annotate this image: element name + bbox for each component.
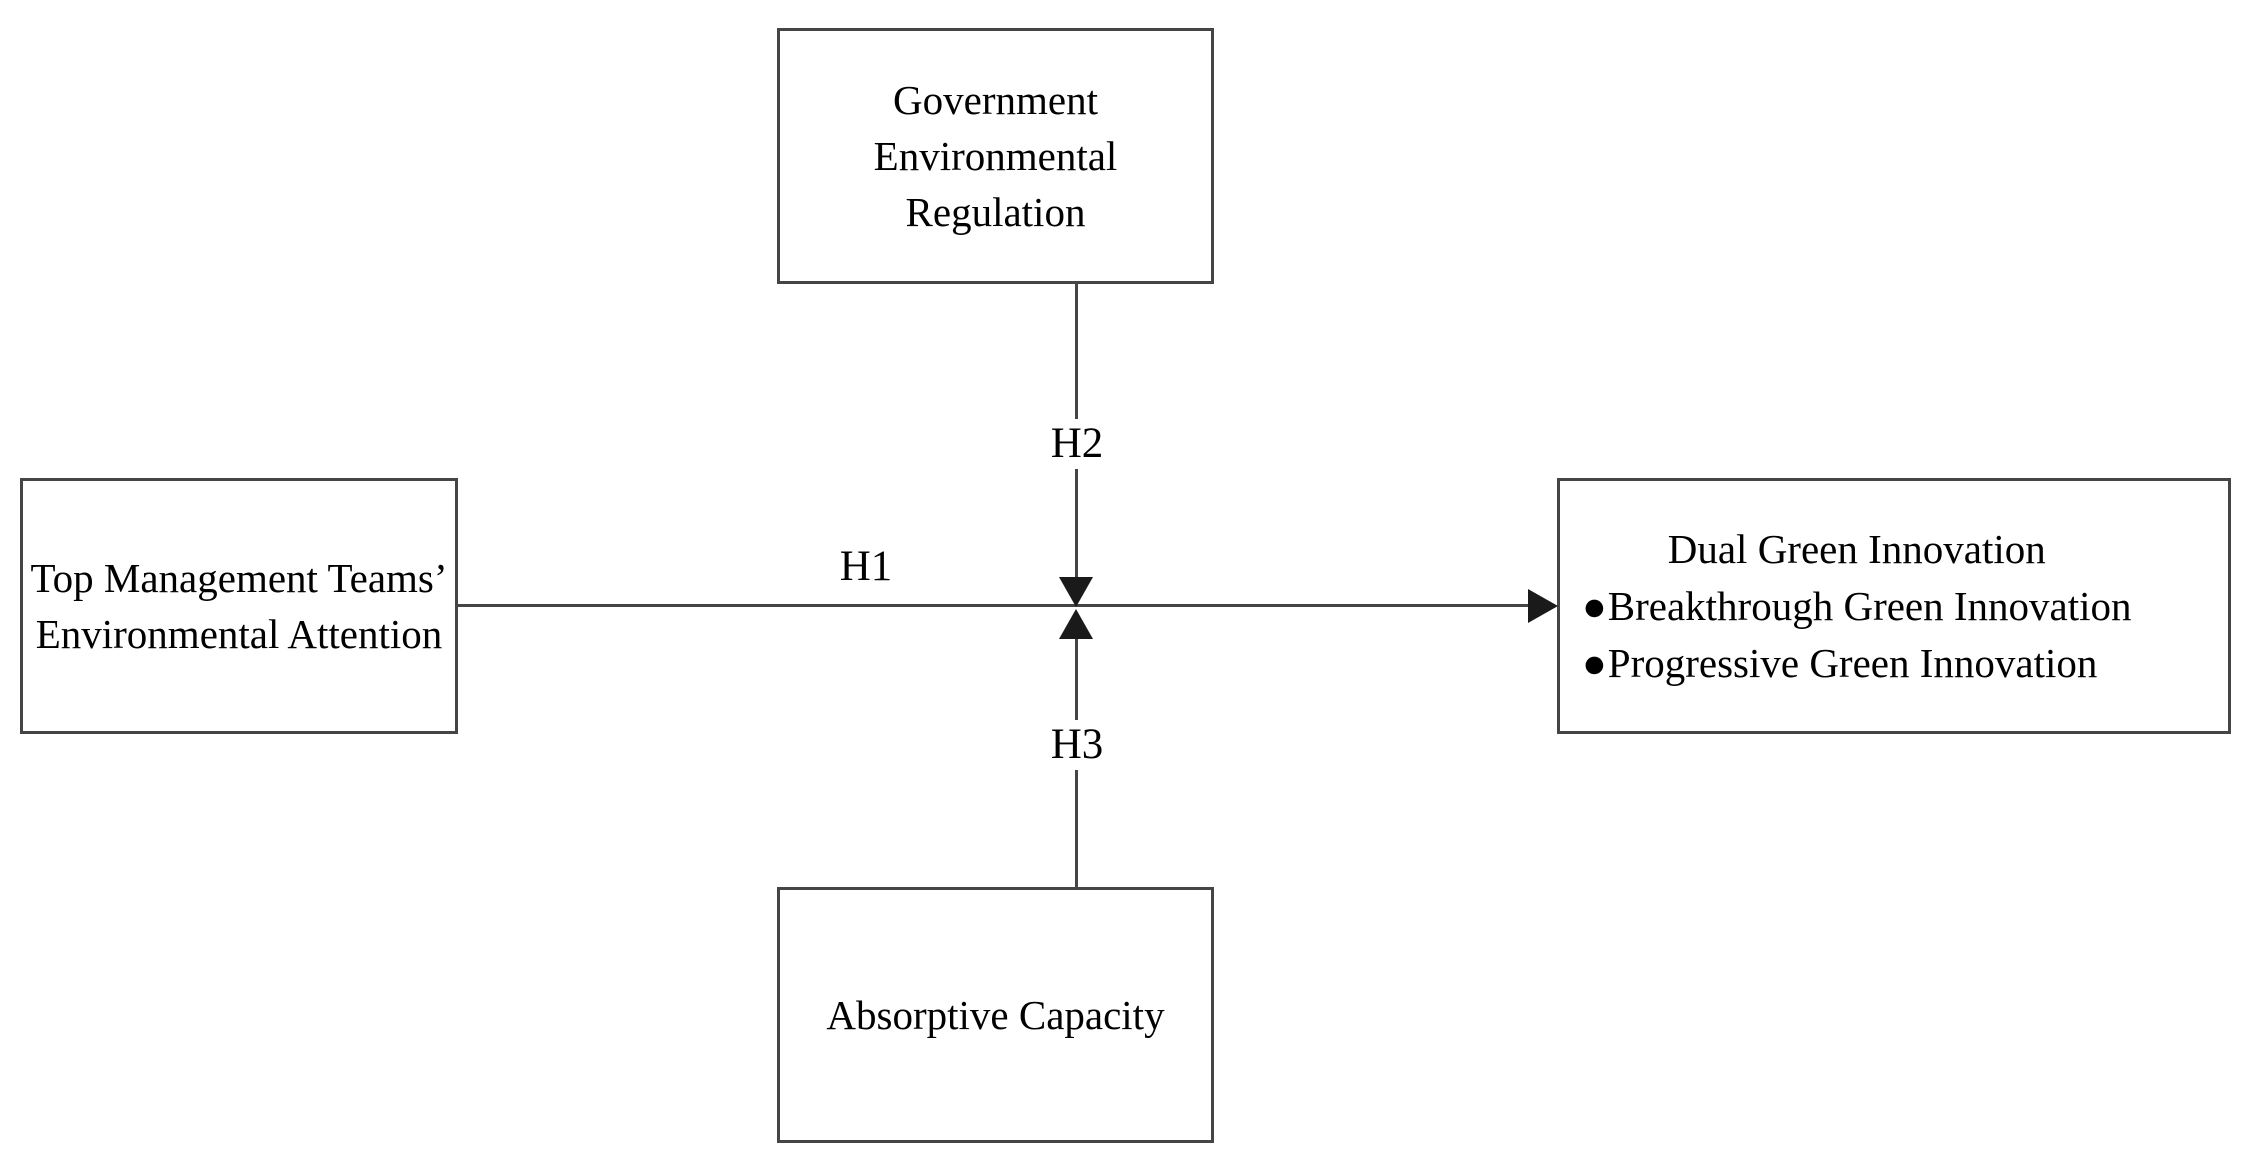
node-label: Government Environmental Regulation bbox=[780, 72, 1211, 240]
arrowhead-right-icon bbox=[1528, 589, 1558, 623]
node-absorptive-capacity: Absorptive Capacity bbox=[777, 887, 1214, 1143]
h1-arrow-line bbox=[457, 604, 1531, 607]
node-title: Dual Green Innovation bbox=[1667, 525, 2046, 572]
bullet-icon: ● bbox=[1582, 582, 1608, 629]
h1-label: H1 bbox=[839, 543, 893, 590]
arrowhead-up-icon bbox=[1059, 609, 1093, 639]
list-item-label: Progressive Green Innovation bbox=[1607, 639, 2098, 686]
list-item-label: Breakthrough Green Innovation bbox=[1607, 582, 2132, 629]
h2-label: H2 bbox=[1044, 419, 1110, 469]
node-label: Absorptive Capacity bbox=[826, 992, 1165, 1038]
node-label-line: Regulation bbox=[905, 189, 1086, 235]
bullet-icon: ● bbox=[1582, 639, 1608, 686]
node-government-environmental-regulation: Government Environmental Regulation bbox=[777, 28, 1214, 284]
node-tmt-environmental-attention: Top Management Teams’ Environmental Atte… bbox=[20, 478, 458, 734]
arrowhead-down-icon bbox=[1059, 577, 1093, 607]
node-label-line: Government Environmental bbox=[873, 77, 1118, 179]
node-dual-green-innovation: Dual Green Innovation ●Breakthrough Gree… bbox=[1557, 478, 2231, 734]
node-label-line: Environmental Attention bbox=[35, 611, 443, 657]
h3-label: H3 bbox=[1044, 720, 1110, 770]
node-label: Dual Green Innovation ●Breakthrough Gree… bbox=[1582, 521, 2132, 692]
list-item: ●Breakthrough Green Innovation bbox=[1582, 578, 2132, 635]
node-label-line: Top Management Teams’ bbox=[30, 555, 448, 601]
list-item: ●Progressive Green Innovation bbox=[1582, 635, 2132, 692]
node-label: Top Management Teams’ Environmental Atte… bbox=[30, 550, 447, 662]
